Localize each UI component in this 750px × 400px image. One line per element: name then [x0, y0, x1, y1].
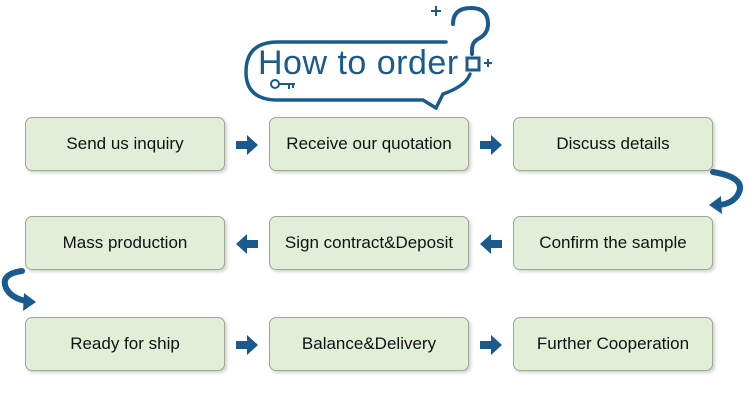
u-turn-arrow-icon — [1, 268, 36, 311]
arrow-right-icon — [236, 135, 258, 155]
speech-bubble-icon — [244, 5, 492, 110]
step-balance-delivery: Balance&Delivery — [269, 317, 469, 371]
arrow-left-icon — [236, 234, 258, 254]
step-further-cooperation: Further Cooperation — [513, 317, 713, 371]
page-title: How to order — [258, 44, 459, 82]
u-turn-arrow-icon — [709, 169, 743, 214]
step-receive-quotation: Receive our quotation — [269, 117, 469, 171]
step-ready-for-ship: Ready for ship — [25, 317, 225, 371]
arrow-right-icon — [236, 335, 258, 355]
title-bubble: How to order — [238, 2, 508, 110]
arrow-right-icon — [480, 135, 502, 155]
arrow-right-icon — [480, 335, 502, 355]
step-confirm-sample: Confirm the sample — [513, 216, 713, 270]
step-discuss-details: Discuss details — [513, 117, 713, 171]
step-sign-contract: Sign contract&Deposit — [269, 216, 469, 270]
step-mass-production: Mass production — [25, 216, 225, 270]
step-send-inquiry: Send us inquiry — [25, 117, 225, 171]
arrow-left-icon — [480, 234, 502, 254]
